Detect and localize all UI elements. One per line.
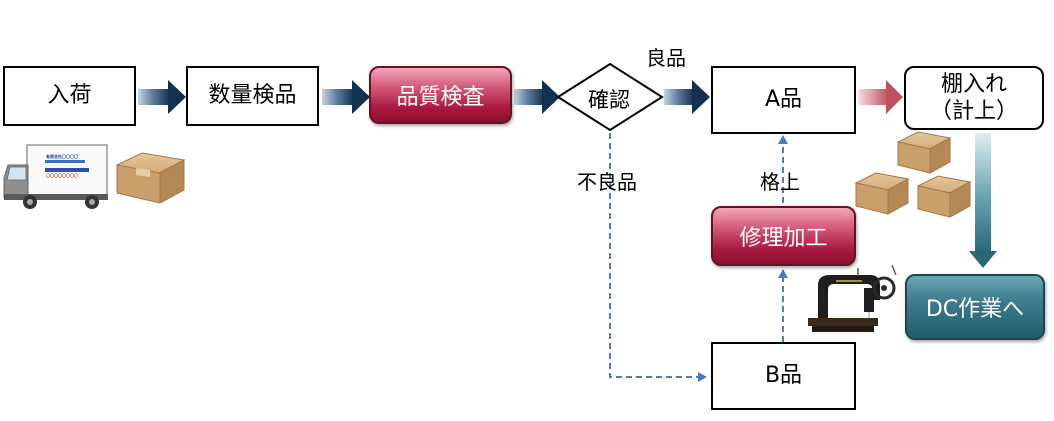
node-b-hin-label: B品 xyxy=(764,363,803,389)
arrow-nyuka-to-suryo xyxy=(138,80,186,114)
node-tana-ire: 棚入れ （計上） xyxy=(904,66,1044,130)
cardboard-box-icon xyxy=(854,172,910,215)
node-b-hin: B品 xyxy=(711,342,856,410)
node-a-hin: A品 xyxy=(711,66,856,134)
sewing-machine-icon xyxy=(808,264,897,332)
node-hinshitsu-kensa-label: 品質検査 xyxy=(396,85,485,110)
node-kakunin-label: 確認 xyxy=(588,88,630,112)
edge-label-furyohin: 不良品 xyxy=(577,170,637,194)
edge-label-kakuage: 格上 xyxy=(760,170,800,194)
node-nyuka-label: 入荷 xyxy=(47,83,92,109)
node-shuri-kako: 修理加工 xyxy=(711,206,856,266)
node-tana-ire-line1: 棚入れ xyxy=(940,71,1007,97)
node-suryo-kenpin-label: 数量検品 xyxy=(208,83,297,109)
node-suryo-kenpin: 数量検品 xyxy=(186,66,319,126)
node-shuri-kako-label: 修理加工 xyxy=(739,226,828,251)
node-nyuka: 入荷 xyxy=(3,66,136,126)
node-hinshitsu-kensa: 品質検査 xyxy=(369,66,512,124)
arrow-kakunin-to-ahin xyxy=(664,80,710,114)
node-a-hin-label: A品 xyxy=(764,87,803,113)
cardboard-box-icon xyxy=(896,131,952,174)
arrow-tanaire-to-dc xyxy=(969,133,997,268)
truck-panel-line2: 〇〇〇〇〇〇〇〇 xyxy=(46,173,78,178)
node-tana-ire-line2: （計上） xyxy=(929,99,1018,124)
arrow-ahin-to-tanaire xyxy=(858,80,903,114)
truck-icon xyxy=(3,144,108,209)
dashed-furyohin-to-bhin xyxy=(609,133,707,382)
edge-label-ryohin: 良品 xyxy=(646,46,686,70)
cardboard-box-icon xyxy=(916,175,972,218)
node-dc-sagyo: DC作業へ xyxy=(905,274,1045,340)
kakunin-diamond xyxy=(556,62,664,132)
arrow-hinshitsu-to-kakunin xyxy=(514,80,560,114)
cardboard-box-icon xyxy=(115,152,186,204)
arrow-suryo-to-hinshitsu xyxy=(322,80,370,114)
node-dc-sagyo-label: DC作業へ xyxy=(925,297,1025,322)
truck-panel-line1: 有限会社〇〇〇〇 xyxy=(46,154,78,159)
